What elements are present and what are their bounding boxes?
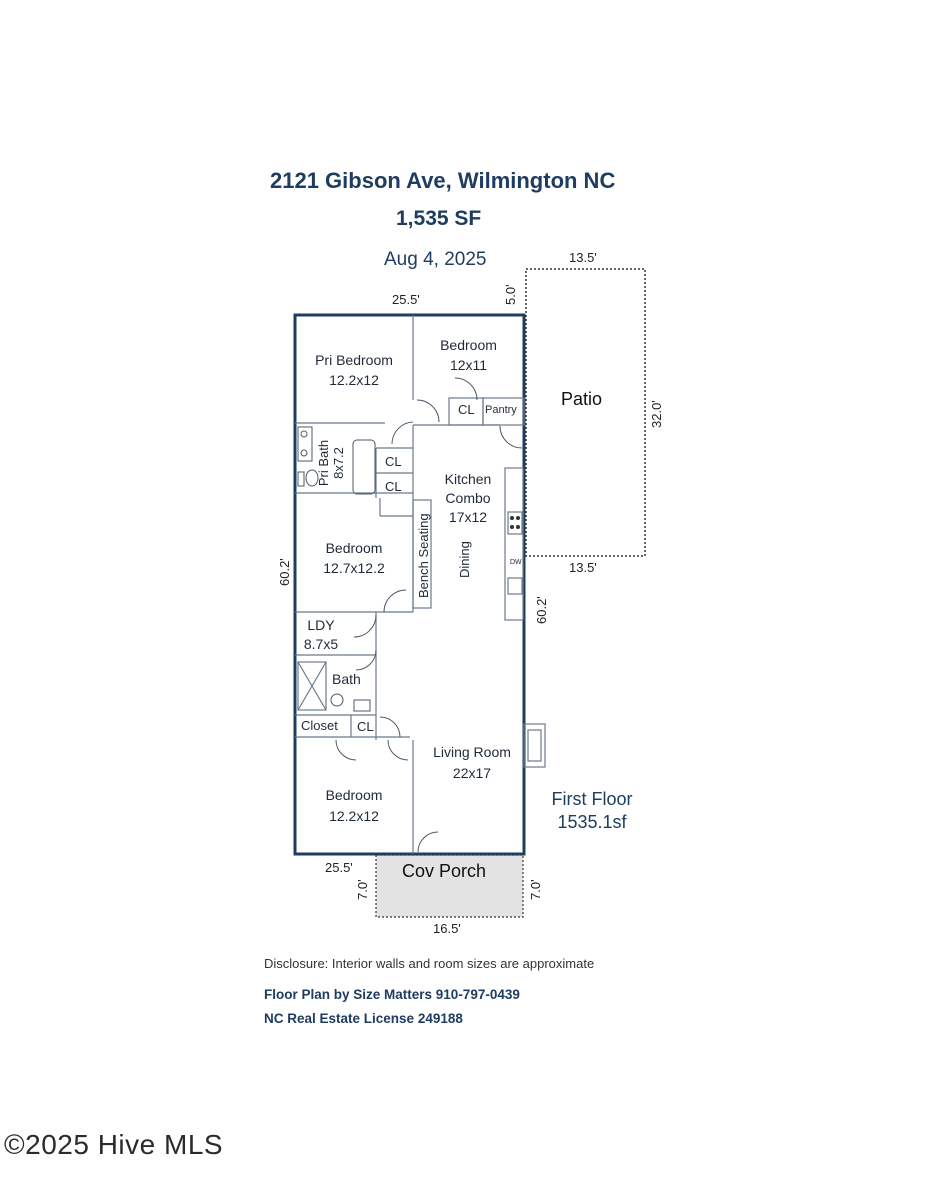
dim-right-height: 60.2' xyxy=(534,596,549,624)
dishwasher-label: DW xyxy=(510,559,522,566)
dim-top-width: 25.5' xyxy=(392,292,420,307)
room-size-pri-bedroom: 12.2x12 xyxy=(329,372,379,388)
room-name-pri-bedroom: Pri Bedroom xyxy=(315,352,393,368)
interior-walls xyxy=(295,315,546,854)
area-title: 1,535 SF xyxy=(396,207,482,230)
room-name2-kitchen: Combo xyxy=(445,490,491,506)
outer-walls xyxy=(293,313,526,856)
closet-label-cl1: CL xyxy=(458,402,475,417)
room-name-bedroom-bot: Bedroom xyxy=(325,787,383,803)
dim-bottom-width: 25.5' xyxy=(325,860,353,875)
room-size-pri-bath: 8x7.2 xyxy=(331,447,346,479)
pantry-label: Pantry xyxy=(485,404,517,416)
credit-line-2: NC Real Estate License 249188 xyxy=(264,1011,463,1026)
credit-line-1: Floor Plan by Size Matters 910-797-0439 xyxy=(264,987,520,1002)
bath-fixtures xyxy=(297,426,376,712)
patio-area xyxy=(525,268,646,557)
bench-seating-label: Bench Seating xyxy=(416,513,431,598)
dim-porch-right: 7.0' xyxy=(528,879,543,900)
floor-label: First Floor xyxy=(551,789,633,809)
room-size-kitchen: 17x12 xyxy=(448,509,488,525)
dim-left-height: 60.2' xyxy=(277,558,292,586)
closet-label-clb: CL xyxy=(385,479,402,494)
porch-label: Cov Porch xyxy=(402,861,487,881)
room-size-bedroom-top: 12x11 xyxy=(449,357,488,373)
address-title: 2121 Gibson Ave, Wilmington NC xyxy=(270,168,616,193)
copyright-watermark: ©2025 Hive MLS xyxy=(4,1129,224,1160)
patio-label: Patio xyxy=(561,389,603,409)
closet-label-cla: CL xyxy=(385,454,402,469)
stove-icon xyxy=(510,516,520,529)
door-swings xyxy=(335,377,523,853)
disclosure-text: Disclosure: Interior walls and room size… xyxy=(264,956,595,971)
room-name-ldy: LDY xyxy=(307,617,335,633)
closet-label-clc: CL xyxy=(357,719,374,734)
date-label: Aug 4, 2025 xyxy=(384,249,487,270)
closet-label: Closet xyxy=(301,718,338,733)
floor-area-label: 1535.1sf xyxy=(557,812,627,832)
room-name-living: Living Room xyxy=(433,744,511,760)
room-size-bedroom-mid: 12.7x12.2 xyxy=(323,560,385,576)
room-size-bedroom-bot: 12.2x12 xyxy=(329,808,379,824)
room-name-pri-bath: Pri Bath xyxy=(316,439,331,487)
dim-patio-top: 13.5' xyxy=(569,250,597,265)
room-size-living: 22x17 xyxy=(452,765,492,781)
dim-patio-offset: 5.0' xyxy=(503,284,518,305)
dining-label: Dining xyxy=(457,541,472,578)
room-size-ldy: 8.7x5 xyxy=(303,636,339,652)
dim-porch-left: 7.0' xyxy=(355,879,370,900)
dim-patio-bottom: 13.5' xyxy=(569,560,597,575)
room-name-bath: Bath xyxy=(332,671,361,687)
dim-porch-width: 16.5' xyxy=(433,921,461,936)
room-name-bedroom-top: Bedroom xyxy=(440,337,497,353)
dim-patio-side: 32.0' xyxy=(649,400,664,428)
room-name-bedroom-mid: Bedroom xyxy=(325,540,383,556)
room-name-kitchen: Kitchen xyxy=(444,471,492,487)
